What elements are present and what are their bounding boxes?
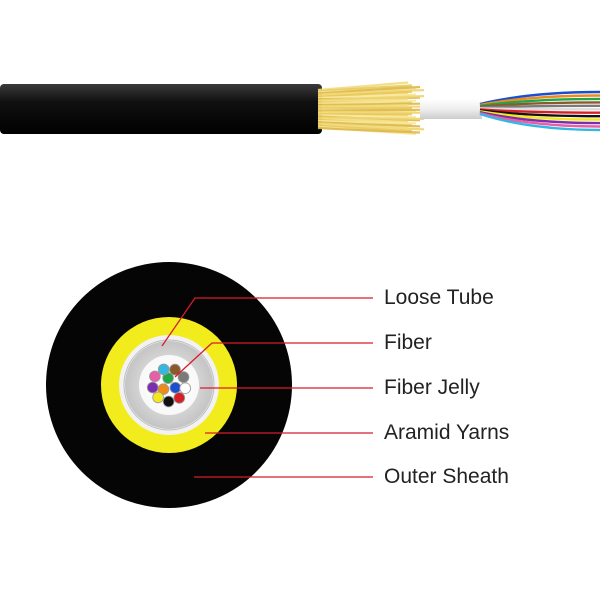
leader-lines bbox=[161, 297, 373, 478]
aramid-yarn-strand bbox=[317, 81, 409, 92]
aramid-yarn-strand bbox=[317, 124, 413, 133]
outer-sheath-side bbox=[0, 84, 322, 134]
label-outer-sheath: Outer Sheath bbox=[384, 465, 509, 488]
aramid-yarn-strand bbox=[317, 117, 409, 123]
fiber-dot bbox=[157, 363, 170, 376]
fiber-dot bbox=[162, 395, 175, 408]
aramid-yarn-strand bbox=[317, 121, 421, 128]
fiber-strand bbox=[479, 108, 600, 114]
fiber-dot bbox=[177, 371, 190, 383]
label-aramid-yarns: Aramid Yarns bbox=[384, 421, 510, 444]
fiber-strand bbox=[479, 109, 600, 118]
aramid-yarn-strand bbox=[317, 104, 409, 109]
aramid-yarn-bundle bbox=[317, 81, 425, 136]
aramid-yarn-strand bbox=[317, 85, 421, 95]
fiber-dot bbox=[169, 381, 182, 394]
fiber-bundle bbox=[146, 363, 192, 408]
label-loose-tube: Loose Tube bbox=[384, 286, 494, 309]
loose-tube-inner-edge bbox=[123, 339, 215, 431]
fiber-dot bbox=[169, 363, 181, 376]
fiber-strand bbox=[479, 90, 600, 106]
fiber-strand bbox=[479, 101, 600, 108]
aramid-yarn-strand bbox=[317, 95, 425, 102]
aramid-yarn-strand bbox=[317, 108, 421, 112]
fiber-strand bbox=[479, 111, 600, 128]
leader-line-loose-tube bbox=[161, 297, 373, 347]
fiber-strand bbox=[479, 97, 600, 107]
aramid-yarn-strand bbox=[317, 84, 413, 93]
loose-tube-side bbox=[420, 99, 482, 119]
aramid-yarn-strand bbox=[317, 98, 409, 103]
label-fiber-jelly: Fiber Jelly bbox=[384, 376, 480, 399]
cable-cross-section bbox=[46, 262, 292, 508]
aramid-yarn-strand bbox=[317, 110, 425, 114]
fiber-strands bbox=[479, 90, 600, 132]
fiber-strand bbox=[479, 104, 600, 109]
fiber-dot bbox=[146, 381, 159, 394]
fiber-strand bbox=[479, 107, 600, 111]
fiber-strand bbox=[479, 112, 600, 132]
fiber-strand bbox=[479, 110, 600, 121]
aramid-yarn-strand bbox=[317, 116, 425, 120]
aramid-yarn-strand bbox=[317, 102, 421, 107]
aramid-yarn-strand bbox=[317, 90, 413, 98]
aramid-yarn-strand bbox=[317, 93, 417, 100]
aramid-yarn-strand bbox=[317, 99, 417, 105]
cable-side-view bbox=[0, 81, 600, 136]
fiber-dot bbox=[173, 392, 186, 404]
aramid-yarn-strand bbox=[317, 114, 417, 119]
aramid-yarn-strand bbox=[317, 120, 417, 125]
leader-line-fiber bbox=[174, 342, 373, 378]
fiber-dot bbox=[152, 391, 164, 404]
label-fiber: Fiber bbox=[384, 331, 432, 354]
fiber-strand bbox=[479, 111, 600, 125]
fiber-dot bbox=[179, 382, 192, 395]
aramid-yarn-strand bbox=[317, 126, 421, 134]
aramid-yarn-strand bbox=[317, 123, 409, 130]
fiber-dot bbox=[149, 370, 161, 383]
fiber-strand bbox=[479, 94, 600, 107]
